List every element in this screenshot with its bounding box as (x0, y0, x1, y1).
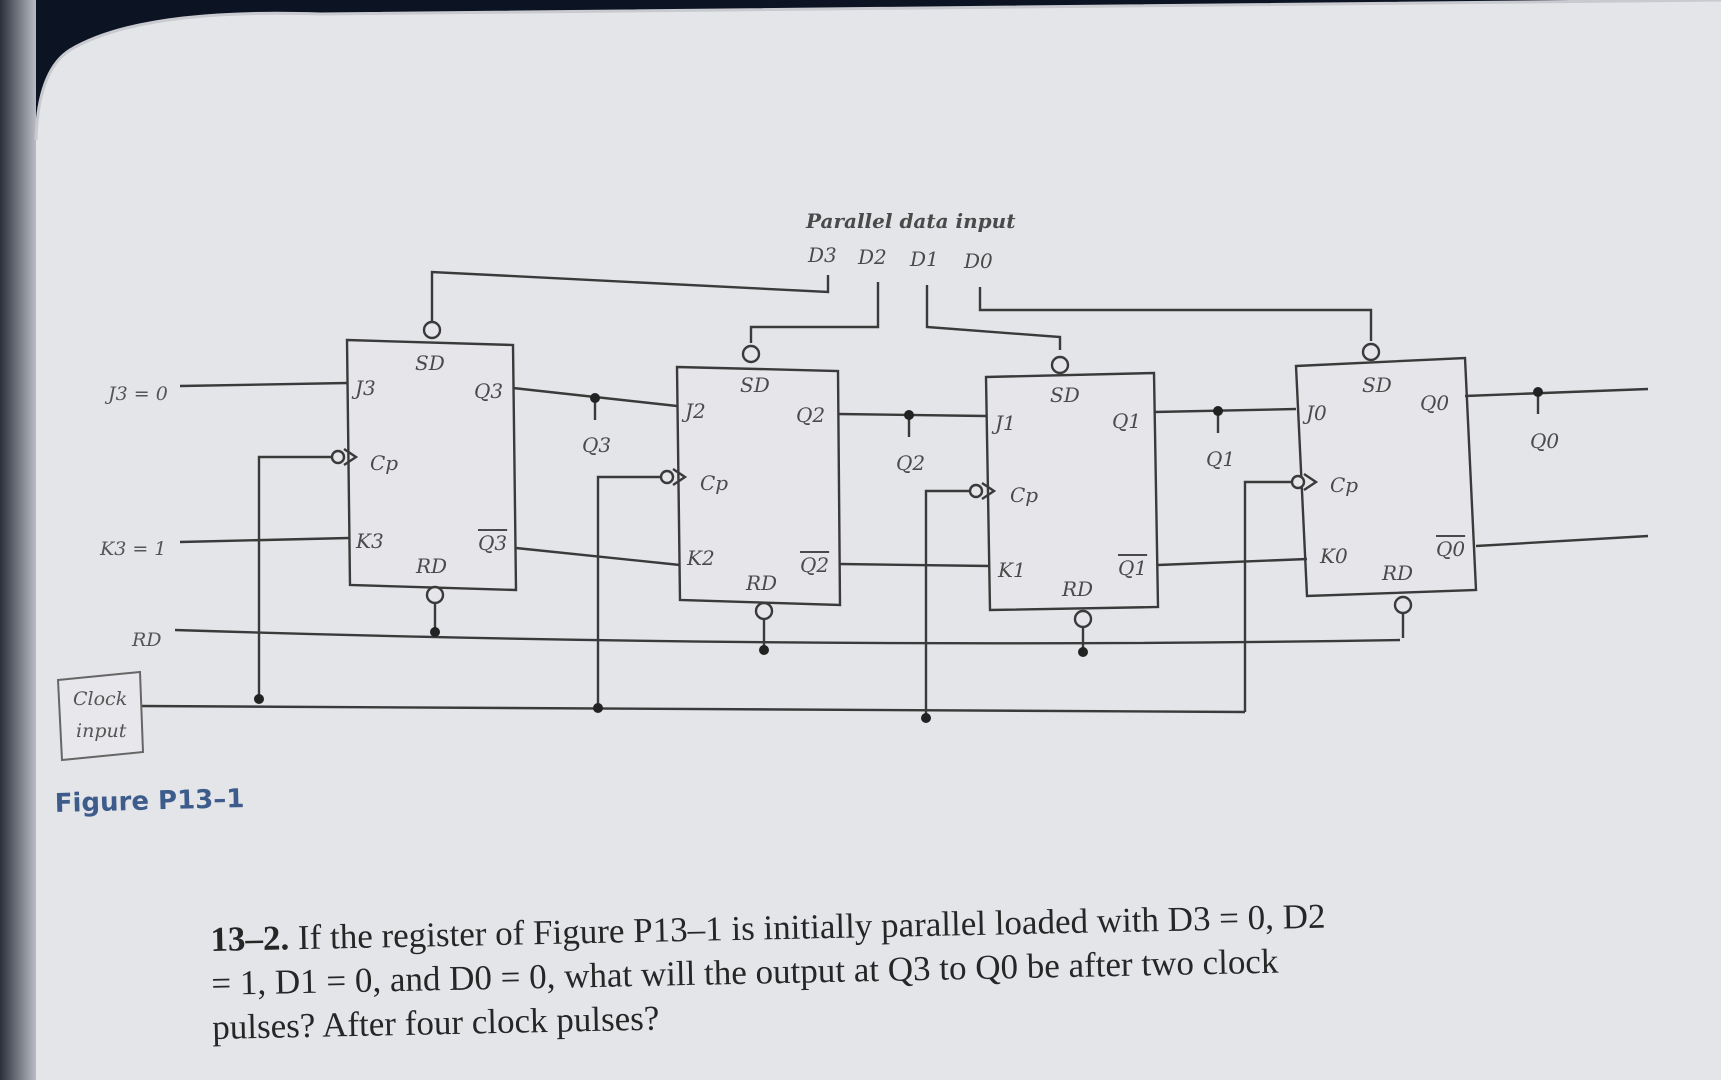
ff0-cp-label: Cp (1330, 473, 1358, 497)
junction-dots (254, 387, 1543, 723)
ff0-k-label: K0 (1319, 544, 1348, 568)
data-input-d3: D3 (807, 243, 837, 267)
cp-triangle-1 (981, 482, 997, 500)
sd-bubble-3 (422, 320, 442, 340)
cp-triangle-3 (343, 448, 359, 466)
clock-tap-0 (1243, 480, 1292, 712)
clock-tap-1 (924, 489, 970, 718)
ff0-q-label: Q0 (1420, 391, 1449, 415)
q1bar-to-k0 (1157, 557, 1308, 567)
q2bar-to-k1 (839, 562, 991, 568)
output-q3-label: Q3 (582, 433, 611, 457)
output-q1-label: Q1 (1206, 447, 1235, 471)
q0bar-output-line (1475, 534, 1649, 548)
problem-statement: 13–2. If the register of Figure P13–1 is… (210, 894, 1343, 1050)
ff2-qbar-label: Q2 (800, 553, 829, 577)
flipflop-3-box (345, 338, 518, 592)
paper-sheet (36, 0, 1721, 1080)
rd-bubble-3 (425, 585, 445, 605)
d0-route (978, 287, 1373, 341)
clock-tap-2 (596, 475, 661, 707)
ff0-j-label: J0 (1302, 401, 1327, 425)
ff1-qbar-label: Q1 (1118, 556, 1147, 580)
problem-text: If the register of Figure P13–1 is initi… (210, 896, 1326, 1047)
ff2-q-label: Q2 (796, 403, 825, 427)
ff1-rd-label: RD (1061, 577, 1093, 601)
cp-bubble-2 (659, 469, 675, 485)
problem-number: 13–2. (210, 918, 290, 959)
sd-bubble-1 (1050, 355, 1070, 375)
d1-route (925, 285, 1062, 350)
clock-input-label-2: input (76, 720, 127, 742)
paper-edge (34, 0, 1721, 141)
clock-bus (139, 704, 1246, 714)
q0-output-line (1464, 387, 1649, 398)
clock-tap-3 (257, 455, 332, 697)
circuit-diagram (56, 270, 1649, 762)
background-edge (0, 0, 36, 1080)
ff3-qbar-label: Q3 (478, 531, 507, 555)
sd-bubble-2 (741, 344, 761, 364)
cp-bubble-1 (968, 483, 984, 499)
ff3-cp-label: Cp (370, 451, 398, 475)
parallel-data-header: Parallel data input (805, 209, 1016, 233)
figure-caption: Figure P13–1 (54, 784, 244, 819)
sd-bubble-0 (1361, 342, 1381, 362)
ff1-k-label: K1 (997, 558, 1026, 582)
q1-to-j0 (1153, 407, 1297, 414)
reset-bus (174, 628, 1401, 645)
ff3-sd-label: SD (415, 351, 445, 375)
ff1-sd-label: SD (1050, 383, 1080, 407)
ff2-k-label: K2 (686, 546, 715, 570)
k3-input-line (179, 536, 350, 544)
ff2-sd-label: SD (740, 373, 770, 397)
cp-triangle-0 (1303, 473, 1319, 491)
ff1-cp-label: Cp (1010, 483, 1038, 507)
ff2-rd-label: RD (745, 571, 777, 595)
cp-triangle-2 (672, 468, 688, 486)
j3-input-line (179, 381, 348, 388)
clock-input-box (56, 670, 145, 762)
j3-input-label: J3 = 0 (104, 383, 168, 405)
ff0-qbar-label: Q0 (1436, 537, 1465, 561)
data-input-d2: D2 (857, 245, 887, 269)
ff3-j-label: J3 (351, 376, 376, 400)
ff2-j-label: J2 (681, 399, 706, 423)
flipflop-0-box (1294, 356, 1478, 598)
q3bar-to-k2 (515, 546, 681, 567)
flipflop-1-box (984, 371, 1160, 612)
ff3-k-label: K3 (355, 529, 384, 553)
rd-bubble-2 (754, 601, 774, 621)
cp-bubble-0 (1290, 474, 1306, 490)
rd-bubble-1 (1073, 609, 1093, 629)
ff0-sd-label: SD (1362, 373, 1392, 397)
output-q0-label: Q0 (1530, 429, 1559, 453)
cp-bubble-3 (330, 449, 346, 465)
output-q2-label: Q2 (896, 451, 925, 475)
k3-input-label: K3 = 1 (99, 538, 166, 560)
rd-bubble-0 (1393, 595, 1413, 615)
d3-route (430, 270, 830, 322)
ff0-rd-label: RD (1381, 561, 1413, 585)
ff1-q-label: Q1 (1112, 409, 1141, 433)
ff1-j-label: J1 (991, 411, 1016, 435)
flipflop-2-box (675, 365, 842, 607)
clock-input-label-1: Clock (73, 688, 127, 710)
ff3-rd-label: RD (415, 554, 447, 578)
data-input-d0: D0 (963, 249, 993, 273)
ff2-cp-label: Cp (700, 471, 728, 495)
ff3-q-label: Q3 (474, 379, 503, 403)
d2-route (749, 282, 880, 343)
reset-input-label: RD (131, 629, 162, 651)
data-input-d1: D1 (909, 247, 939, 271)
